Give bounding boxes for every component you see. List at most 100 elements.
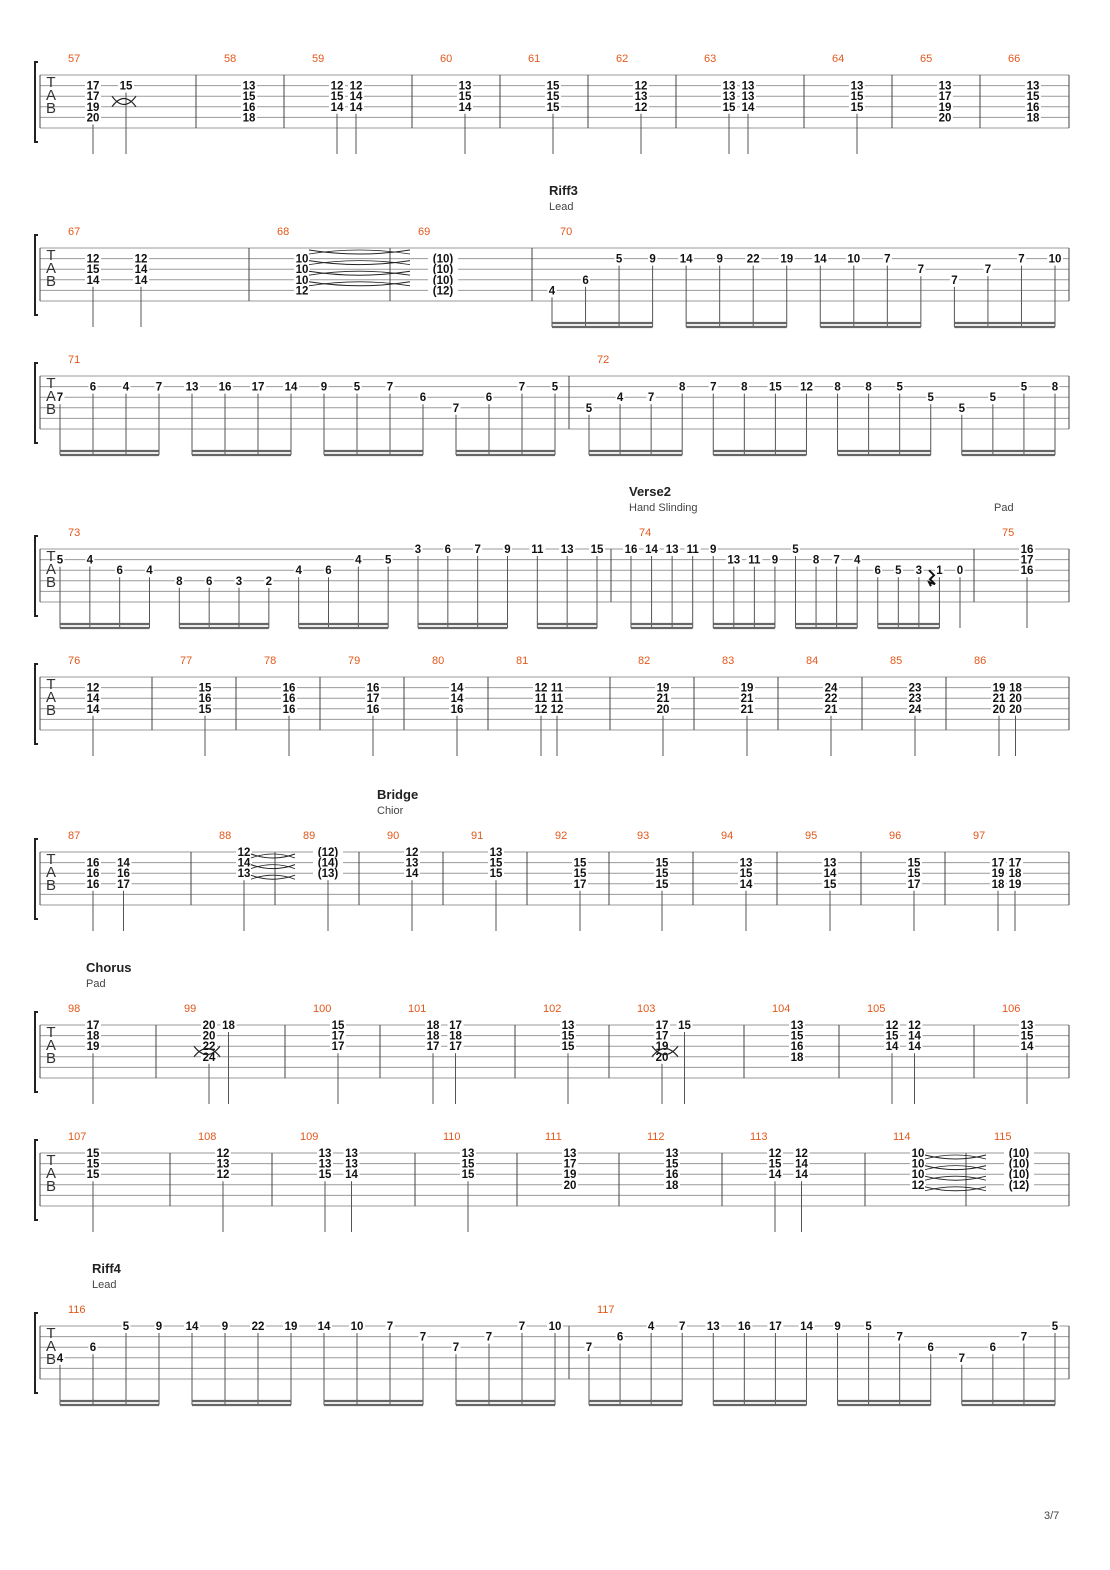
fret-bg bbox=[201, 1030, 217, 1042]
fret-number: 12 bbox=[87, 254, 100, 266]
fret-bg bbox=[676, 1019, 693, 1031]
fret-bg bbox=[906, 1030, 923, 1042]
fret-number: 15 bbox=[908, 868, 921, 880]
fret-number: 4 bbox=[854, 555, 861, 567]
fret-number: 20 bbox=[1009, 704, 1022, 716]
tab-clef-letter: B bbox=[46, 401, 56, 418]
fret-bg bbox=[584, 402, 594, 414]
fret-bg bbox=[55, 554, 65, 566]
fret-bg bbox=[447, 1030, 464, 1042]
fret-bg bbox=[884, 1040, 900, 1052]
fret-number: 21 bbox=[741, 704, 754, 716]
fret-number: 5 bbox=[57, 555, 64, 567]
fret-number: 14 bbox=[795, 1159, 808, 1171]
tab-staff-row: TAB1071515151081213121091313151313141101… bbox=[34, 1131, 1070, 1232]
fret-number: 7 bbox=[474, 544, 480, 556]
fret-bg bbox=[449, 682, 465, 694]
measure-number: 69 bbox=[418, 226, 430, 238]
fret-number: 12 bbox=[296, 285, 309, 297]
measure-number: 61 bbox=[528, 53, 540, 65]
measure-number: 111 bbox=[545, 1131, 562, 1143]
fret-bg bbox=[654, 867, 670, 879]
fret-bg bbox=[957, 1352, 967, 1364]
fret-bg bbox=[484, 391, 494, 403]
tie-arc bbox=[250, 853, 296, 859]
measure-number: 79 bbox=[348, 655, 360, 667]
measure-number: 93 bbox=[637, 830, 649, 842]
fret-bg bbox=[319, 381, 329, 393]
fret-bg bbox=[330, 1019, 346, 1031]
fret-number: 12 bbox=[217, 1169, 230, 1181]
fret-number: 17 bbox=[1021, 555, 1034, 567]
fret-bg bbox=[1004, 1168, 1034, 1180]
fret-number: 13 bbox=[238, 868, 251, 880]
fret-bg bbox=[184, 381, 200, 393]
slide-mark bbox=[111, 95, 137, 106]
fret-number: 7 bbox=[453, 1342, 459, 1354]
fret-bg bbox=[572, 867, 588, 879]
fret-bg bbox=[654, 1040, 670, 1052]
fret-bg bbox=[115, 878, 132, 890]
fret-number: 16 bbox=[666, 1169, 679, 1181]
fret-bg bbox=[294, 263, 310, 275]
fret-bg bbox=[767, 1168, 783, 1180]
tie-arc bbox=[250, 874, 296, 880]
fret-bg bbox=[572, 857, 588, 869]
fret-bg bbox=[154, 381, 164, 393]
fret-number: 13 bbox=[459, 81, 472, 93]
fret-bg bbox=[236, 846, 252, 858]
measure-number: 114 bbox=[893, 1131, 911, 1143]
system-bracket bbox=[34, 234, 38, 316]
fret-bg bbox=[121, 381, 131, 393]
fret-number: 15 bbox=[574, 868, 587, 880]
fret-bg bbox=[739, 692, 755, 704]
fret-bg bbox=[365, 682, 381, 694]
fret-number: 14 bbox=[318, 1321, 331, 1333]
fret-number: 17 bbox=[1009, 858, 1022, 870]
fret-bg bbox=[85, 1019, 101, 1031]
fret-number: 14 bbox=[117, 858, 130, 870]
fret-number: (12) bbox=[433, 285, 454, 297]
fret-number: 10 bbox=[296, 264, 309, 276]
fret-bg bbox=[294, 253, 310, 265]
fret-bg bbox=[473, 543, 483, 555]
fret-number: 20 bbox=[939, 112, 952, 124]
system-bracket bbox=[34, 61, 38, 143]
fret-bg bbox=[721, 80, 737, 92]
fret-bg bbox=[654, 878, 670, 890]
fret-bg bbox=[812, 253, 829, 265]
fret-number: 12 bbox=[238, 847, 251, 859]
fret-number: 5 bbox=[896, 382, 903, 394]
fret-bg bbox=[85, 1168, 101, 1180]
fret-number: 14 bbox=[908, 1041, 921, 1053]
fret-number: 6 bbox=[486, 392, 492, 404]
fret-bg bbox=[529, 543, 546, 555]
fret-bg bbox=[55, 1352, 65, 1364]
fret-bg bbox=[220, 1019, 237, 1031]
fret-number: 15 bbox=[562, 1031, 575, 1043]
fret-number: 15 bbox=[656, 879, 669, 891]
fret-number: 13 bbox=[1027, 81, 1040, 93]
measure-number: 89 bbox=[303, 830, 315, 842]
fret-number: 4 bbox=[295, 565, 302, 577]
fret-number: 5 bbox=[1052, 1321, 1059, 1333]
fret-number: 4 bbox=[355, 555, 362, 567]
fret-bg bbox=[330, 1040, 346, 1052]
fret-number: 15 bbox=[331, 91, 344, 103]
fret-bg bbox=[154, 1320, 164, 1332]
fret-bg bbox=[174, 575, 184, 587]
fret-bg bbox=[562, 1158, 578, 1170]
measure-number: 101 bbox=[408, 1003, 426, 1015]
fret-bg bbox=[664, 1179, 680, 1191]
fret-bg bbox=[451, 402, 461, 414]
measure-number: 63 bbox=[704, 53, 716, 65]
fret-bg bbox=[906, 878, 922, 890]
fret-number: 7 bbox=[896, 1332, 902, 1344]
fret-bg bbox=[533, 703, 549, 715]
fret-number: 12 bbox=[217, 1148, 230, 1160]
fret-number: 10 bbox=[1049, 254, 1062, 266]
fret-bg bbox=[85, 1147, 101, 1159]
fret-bg bbox=[562, 1147, 578, 1159]
fret-bg bbox=[85, 1030, 101, 1042]
